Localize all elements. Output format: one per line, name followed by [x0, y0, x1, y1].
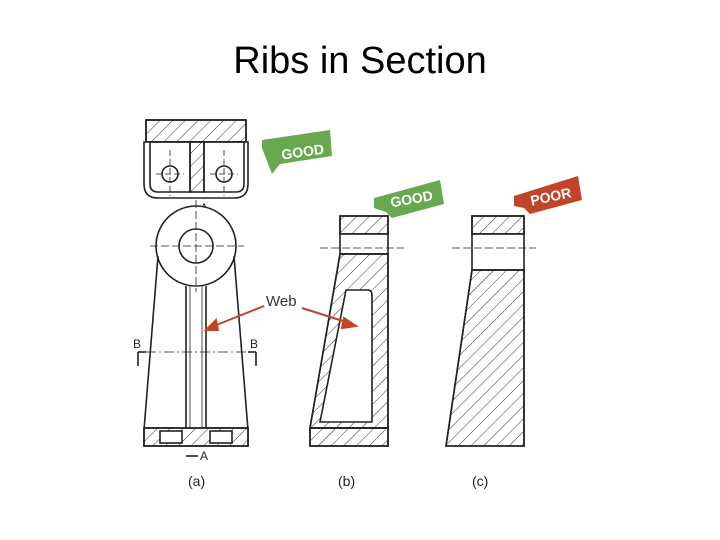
- a-top-cap: [145, 119, 247, 143]
- b-top: [339, 215, 389, 235]
- slide-title: Ribs in Section: [233, 40, 487, 82]
- callout-poor-c: POOR: [514, 176, 582, 214]
- b-web: [319, 289, 373, 423]
- section-b-label-right: B: [250, 337, 258, 351]
- section-a-label-bottom: A: [200, 449, 208, 463]
- callout-good-b: GOOD: [374, 180, 444, 218]
- c-body: [445, 269, 525, 447]
- callout-good-a: GOOD: [262, 130, 332, 174]
- view-b: [309, 215, 404, 447]
- caption-b: (b): [338, 473, 355, 489]
- web-label: Web: [266, 293, 297, 310]
- view-c: [445, 215, 536, 447]
- caption-a: (a): [188, 473, 205, 489]
- caption-c: (c): [472, 473, 488, 489]
- c-top: [471, 215, 525, 235]
- callout-good-b-text: GOOD: [389, 187, 434, 210]
- callout-good-a-text: GOOD: [280, 141, 325, 163]
- web-arrows: [203, 305, 359, 331]
- view-a: A B B A: [133, 119, 258, 463]
- section-b-label-left: B: [133, 337, 141, 351]
